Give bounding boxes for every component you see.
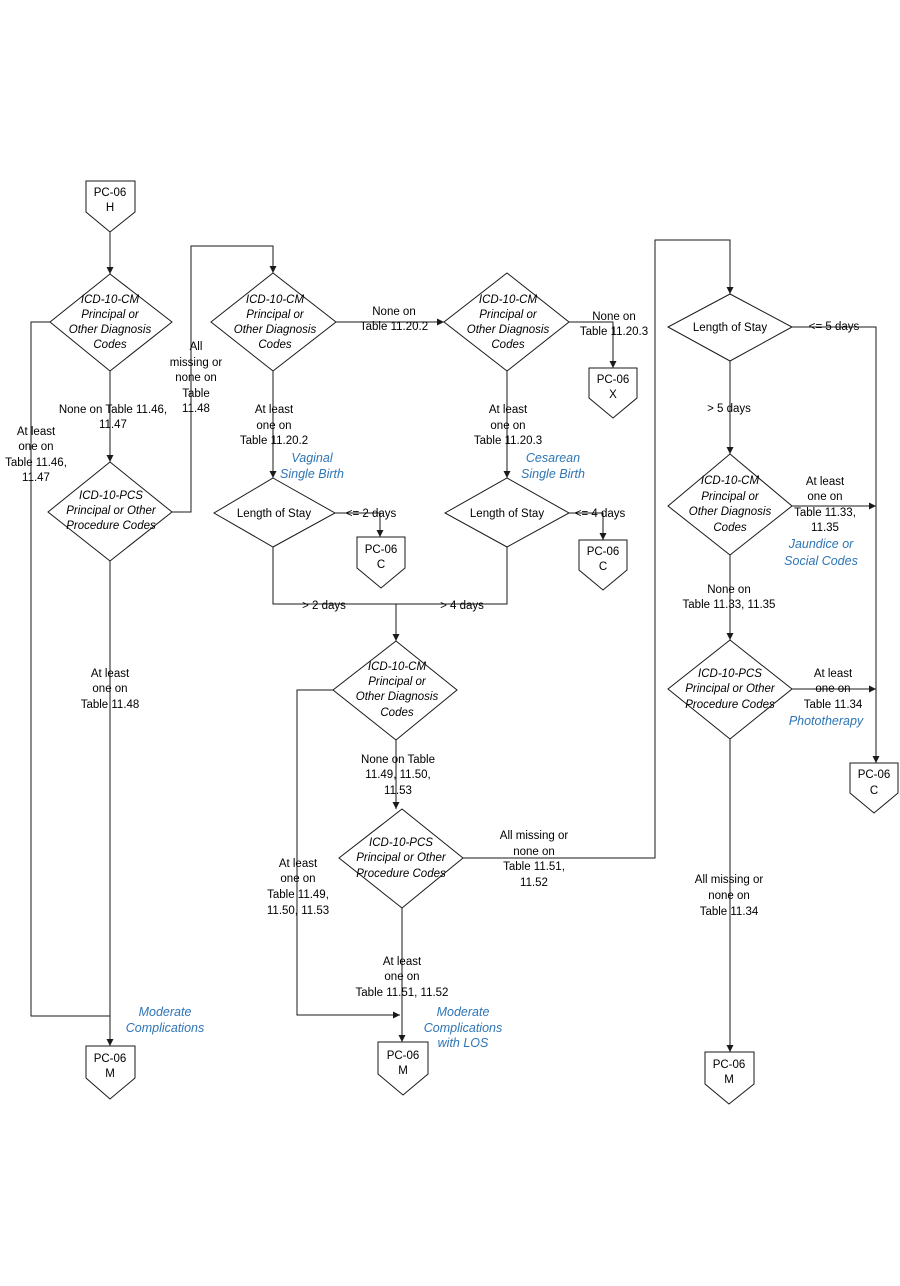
svg-text:Length of Stay: Length of Stay	[693, 322, 767, 334]
svg-text:PC-06X: PC-06X	[597, 374, 630, 401]
label-none-1146: None on Table 11.46,11.47	[59, 404, 167, 431]
svg-text:PC-06C: PC-06C	[587, 546, 620, 573]
svg-text:PC-06C: PC-06C	[858, 769, 891, 797]
svg-text:PC-06M: PC-06M	[713, 1059, 746, 1086]
label-gt2: > 2 days	[302, 600, 346, 612]
svg-text:PC-06M: PC-06M	[387, 1050, 420, 1077]
svg-text:PC-06M: PC-06M	[94, 1053, 127, 1080]
line-d9-le5-to-c	[792, 326, 880, 763]
svg-text:PC-06H: PC-06H	[94, 187, 127, 214]
decision-d9: Length of Stay	[666, 293, 794, 362]
note-phototherapy: Phototherapy	[789, 714, 864, 728]
decision-d6: Length of Stay	[443, 477, 571, 548]
line-d2-to-d3	[172, 245, 277, 513]
line-d8-right-to-d9	[463, 239, 734, 859]
decision-d5: Length of Stay	[213, 477, 337, 548]
line-d1-left-to-moderate	[30, 321, 110, 1017]
flow-lines	[30, 232, 880, 1052]
line-d5-gt2	[272, 547, 396, 605]
svg-text:Length of Stay: Length of Stay	[237, 508, 311, 520]
label-le2: <= 2 days	[346, 508, 397, 520]
line-d6-to-c	[569, 512, 607, 540]
svg-text:PC-06C: PC-06C	[365, 544, 398, 571]
line-d7-left-to-moderate-los	[296, 689, 400, 1019]
label-le5: <= 5 days	[809, 321, 860, 333]
line-d4-to-x	[569, 321, 617, 368]
line-d5-to-c	[335, 512, 384, 537]
svg-text:Length of Stay: Length of Stay	[470, 508, 544, 520]
label-gt5: > 5 days	[707, 403, 751, 415]
label-le4: <= 4 days	[575, 508, 626, 520]
label-gt4: > 4 days	[440, 600, 484, 612]
line-d6-gt4	[396, 547, 508, 605]
